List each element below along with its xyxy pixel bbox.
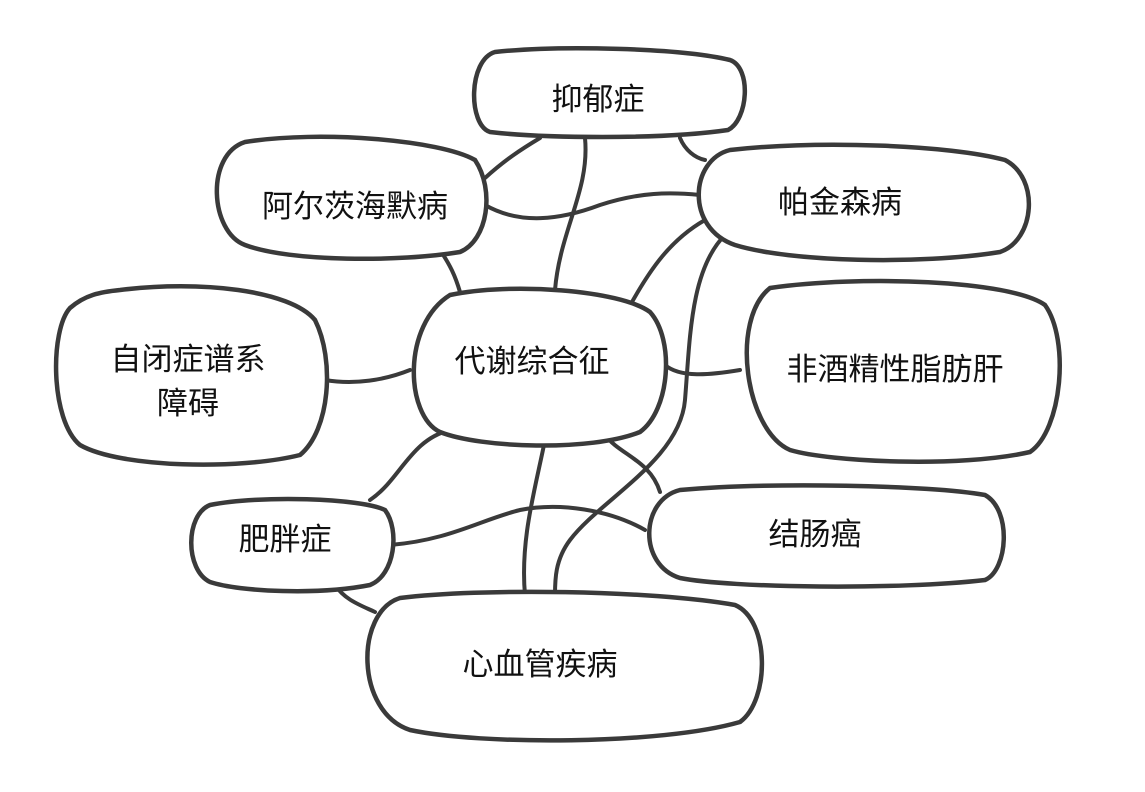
- node-obesity: 肥胖症: [238, 522, 332, 558]
- edge-depression-parkinsons: [678, 136, 707, 162]
- node-cardiovascular: 心血管疾病: [462, 647, 618, 683]
- edge-parkinsons-metabolic: [630, 218, 707, 304]
- edge-obesity-colon: [388, 504, 647, 547]
- edge-depression-alzheimers: [483, 136, 542, 180]
- node-autism-shape[interactable]: [53, 284, 330, 467]
- edge-metabolic-obesity: [368, 428, 452, 502]
- node-nafld-shape[interactable]: [744, 278, 1062, 464]
- edge-alzheimers-parkinsons: [483, 191, 702, 221]
- node-metabolic: 代谢综合征: [454, 344, 610, 380]
- node-autism-line1: 自闭症谱系: [110, 342, 266, 378]
- edge-depression-metabolic: [553, 136, 588, 292]
- node-colon-shape[interactable]: [647, 483, 1006, 589]
- node-colon-cancer: 结肠癌: [768, 517, 862, 553]
- node-autism: 自闭症谱系 障碍: [111, 338, 266, 426]
- node-alzheimers: 阿尔茨海默病: [262, 189, 448, 225]
- edge-metabolic-cardiovascular: [522, 438, 547, 597]
- edge-autism-metabolic: [323, 368, 412, 384]
- edge-metabolic-nafld: [663, 363, 742, 377]
- edge-parkinsons-cardiovascular: [553, 233, 727, 597]
- node-parkinsons: 帕金森病: [778, 185, 902, 221]
- node-parkinsons-shape[interactable]: [696, 142, 1031, 263]
- node-autism-line2: 障碍: [157, 386, 219, 422]
- nodes: [53, 46, 1062, 743]
- node-obesity-shape[interactable]: [189, 496, 396, 594]
- node-depression-shape[interactable]: [471, 46, 747, 140]
- node-metabolic-shape[interactable]: [411, 286, 669, 448]
- node-cardiovascular-shape[interactable]: [365, 589, 765, 743]
- node-alzheimers-shape[interactable]: [214, 134, 489, 262]
- node-depression: 抑郁症: [551, 82, 645, 118]
- node-nafld: 非酒精性脂肪肝: [786, 352, 1004, 388]
